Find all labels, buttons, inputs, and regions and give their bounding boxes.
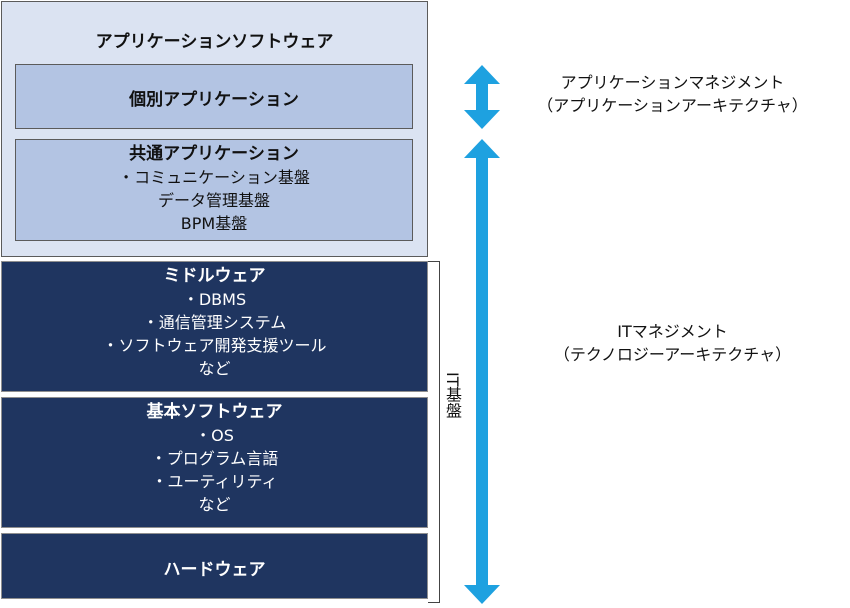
technology-architecture-line: （テクノロジーアーキテクチャ）	[553, 345, 792, 364]
middleware-title: ミドルウェア	[163, 266, 266, 286]
it-management-arrow-icon	[464, 139, 500, 604]
application-management-label: アプリケーションマネジメント （アプリケーションアーキテクチャ）	[500, 71, 845, 117]
application-management-line: アプリケーションマネジメント	[560, 73, 785, 92]
application-architecture-line: （アプリケーションアーキテクチャ）	[537, 96, 808, 115]
basic-software-item: ・ユーティリティ	[151, 472, 278, 491]
common-application-box: 共通アプリケーション ・コミュニケーション基盤 データ管理基盤 BPM基盤	[15, 139, 413, 241]
basic-software-item: ・OS	[195, 426, 234, 445]
common-application-item: ・コミュニケーション基盤	[118, 168, 310, 187]
middleware-item: など	[198, 359, 231, 378]
common-application-title: 共通アプリケーション	[129, 144, 299, 164]
it-management-label: ITマネジメント （テクノロジーアーキテクチャ）	[500, 320, 845, 366]
application-software-title: アプリケーションソフトウェア	[95, 32, 334, 52]
middleware-item: ・ソフトウェア開発支援ツール	[102, 336, 327, 355]
it-infrastructure-label: IT基盤	[443, 372, 462, 419]
middleware-item: ・通信管理システム	[142, 313, 287, 332]
middleware-layer: ミドルウェア ・DBMS ・通信管理システム ・ソフトウェア開発支援ツール など	[1, 261, 428, 392]
it-management-line: ITマネジメント	[617, 322, 728, 341]
hardware-layer: ハードウェア	[1, 533, 428, 599]
individual-application-title: 個別アプリケーション	[129, 90, 299, 110]
basic-software-title: 基本ソフトウェア	[146, 402, 283, 422]
hardware-title: ハードウェア	[163, 560, 266, 580]
application-management-arrow-icon	[464, 65, 500, 129]
basic-software-item: など	[198, 495, 231, 514]
basic-software-item: ・プログラム言語	[150, 449, 279, 468]
basic-software-layer: 基本ソフトウェア ・OS ・プログラム言語 ・ユーティリティ など	[1, 397, 428, 528]
common-application-item: BPM基盤	[180, 214, 248, 233]
it-infrastructure-bracket	[428, 261, 440, 603]
individual-application-box: 個別アプリケーション	[15, 64, 413, 129]
common-application-item: データ管理基盤	[157, 191, 270, 210]
middleware-item: ・DBMS	[182, 290, 247, 309]
